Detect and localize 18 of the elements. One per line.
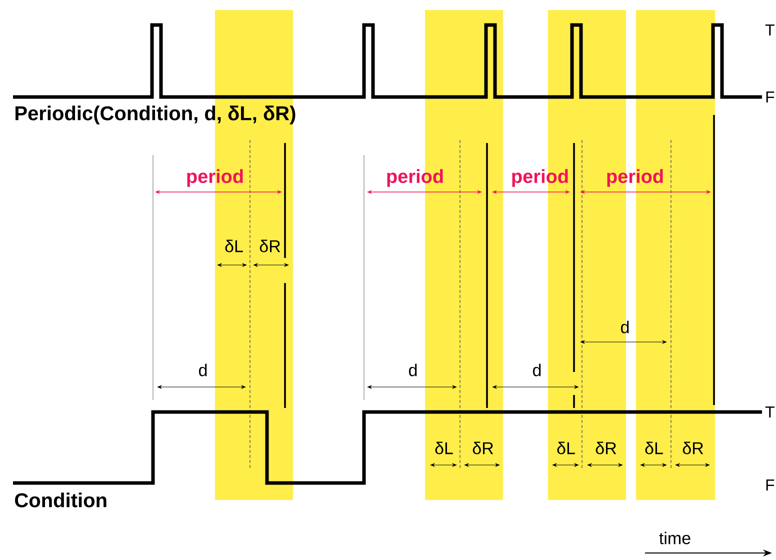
signal-label: T: [765, 406, 774, 418]
dimension-label: δR: [596, 442, 616, 454]
dimension-label: δR: [472, 442, 494, 454]
axis-label: time: [659, 532, 690, 544]
dimension-label: δL: [435, 442, 453, 454]
dimension-label: δL: [557, 442, 575, 454]
dimension-label: δR: [260, 240, 280, 252]
dimension-label: d: [409, 364, 417, 376]
dimension-label: δR: [682, 442, 704, 454]
dimension-label: δL: [225, 240, 243, 252]
dimension-label: d: [533, 364, 541, 376]
dimension-label: d: [199, 364, 207, 376]
signal-label: T: [765, 24, 774, 36]
signal-label: F: [766, 480, 774, 490]
dimension-label: δL: [645, 442, 663, 454]
signal-label: F: [766, 92, 774, 102]
dimension-label: period: [187, 169, 243, 187]
signal-name: Condition: [15, 492, 106, 508]
